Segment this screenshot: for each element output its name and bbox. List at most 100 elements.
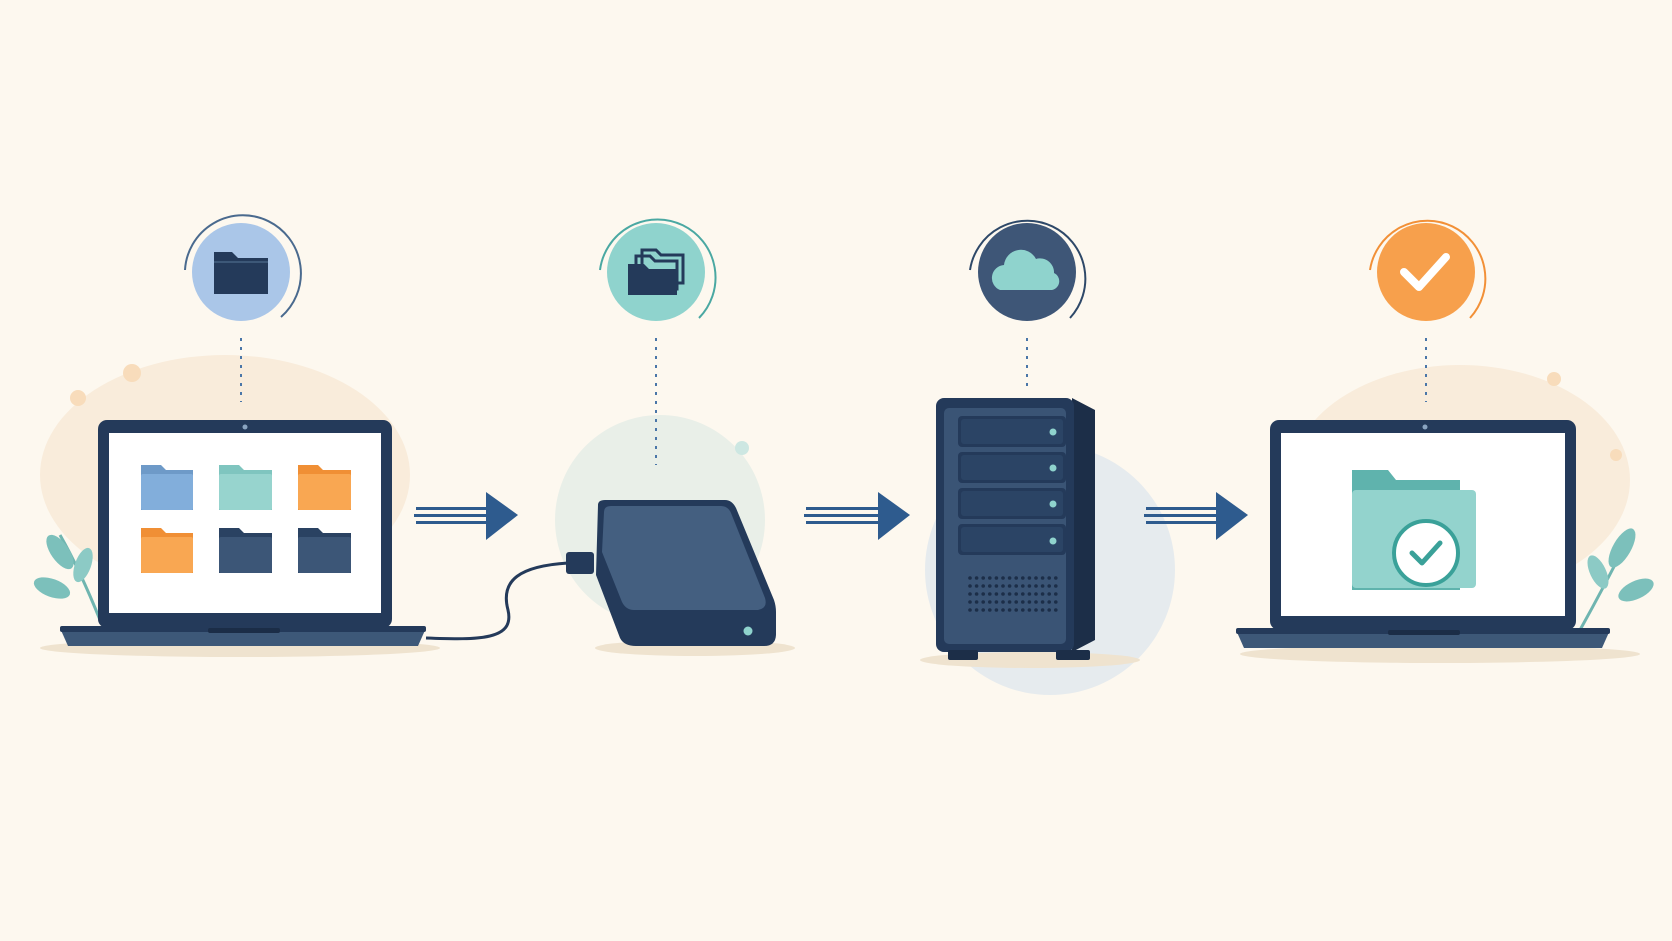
vent-hole <box>1047 600 1051 604</box>
vent-hole <box>1001 584 1005 588</box>
vent-hole <box>1027 592 1032 596</box>
vent-hole <box>1034 592 1038 596</box>
vent-hole <box>981 600 985 604</box>
vent-hole <box>1014 576 1018 580</box>
vent-hole <box>1007 576 1012 580</box>
vent-hole <box>988 608 992 612</box>
server-tower-icon <box>936 398 1095 660</box>
arrow-right-icon <box>414 492 518 540</box>
vent-hole <box>1034 600 1038 604</box>
vent-hole <box>1014 592 1018 596</box>
vent-hole <box>1034 608 1038 612</box>
vent-hole <box>1040 608 1045 612</box>
vent-hole <box>1054 592 1058 596</box>
vent-hole <box>968 592 972 596</box>
vent-hole <box>1001 608 1005 612</box>
vent-hole <box>1054 576 1058 580</box>
vent-hole <box>1047 576 1051 580</box>
vent-hole <box>981 584 985 588</box>
arrow-right-icon <box>1144 492 1248 540</box>
vent-hole <box>974 584 979 588</box>
badge-folders <box>599 218 717 321</box>
vent-hole <box>1001 576 1005 580</box>
drive-bays <box>958 416 1066 555</box>
vent-hole <box>1047 608 1051 612</box>
vent-hole <box>974 576 979 580</box>
folder-icon <box>219 465 272 510</box>
folder-icon <box>141 528 193 573</box>
vent-hole <box>1034 584 1038 588</box>
badge-cloud <box>969 219 1087 321</box>
dot <box>1547 372 1561 386</box>
vent-hole <box>1007 608 1012 612</box>
vent-hole <box>1054 600 1058 604</box>
folder-icon <box>219 528 272 573</box>
vent-hole <box>994 592 999 596</box>
laptop-icon <box>1236 420 1610 648</box>
vent-hole <box>994 584 999 588</box>
vent-hole <box>974 592 979 596</box>
vent-hole <box>1040 592 1045 596</box>
leaf-icon <box>33 534 102 621</box>
vent-hole <box>1007 584 1012 588</box>
folder-icon <box>141 465 193 510</box>
vent-hole <box>1007 600 1012 604</box>
dot <box>70 390 86 406</box>
leaf-icon <box>1578 528 1654 631</box>
vent-hole <box>994 608 999 612</box>
vent-hole <box>1047 584 1051 588</box>
file-grid <box>141 465 351 573</box>
vent-hole <box>1001 592 1005 596</box>
vent-hole <box>1027 576 1032 580</box>
vent-hole <box>1027 608 1032 612</box>
vent-hole <box>968 600 972 604</box>
vent-hole <box>1021 600 1025 604</box>
arrow-right-icon <box>804 492 910 540</box>
vent-hole <box>968 608 972 612</box>
dot <box>1610 449 1622 461</box>
vent-hole <box>1034 576 1038 580</box>
folder-icon <box>298 528 351 573</box>
vent-hole <box>988 600 992 604</box>
vent-hole <box>1040 576 1045 580</box>
vent-hole <box>994 576 999 580</box>
vent-hole <box>1021 608 1025 612</box>
folders-icon <box>628 248 685 295</box>
laptop-icon <box>60 420 426 646</box>
dotted-connectors <box>240 338 1427 465</box>
vent-hole <box>988 592 992 596</box>
restored-folder-icon <box>1352 470 1476 590</box>
badge-check <box>1369 219 1487 321</box>
vent-hole <box>1027 584 1032 588</box>
vent-hole <box>974 608 979 612</box>
vent-hole <box>1027 600 1032 604</box>
vent-hole <box>1001 600 1005 604</box>
vent-hole <box>1014 600 1018 604</box>
usb-cable <box>425 561 569 641</box>
vent-hole <box>1054 584 1058 588</box>
vent-hole <box>994 600 999 604</box>
vent-hole <box>1014 584 1018 588</box>
vent-hole <box>1040 584 1045 588</box>
vent-hole <box>1021 576 1025 580</box>
vent-hole <box>981 592 985 596</box>
vent-hole <box>1021 584 1025 588</box>
vent-hole <box>968 576 972 580</box>
vent-hole <box>1047 592 1051 596</box>
folder-icon <box>298 465 351 510</box>
folder-icon <box>214 252 268 294</box>
dot <box>735 441 749 455</box>
checkmark-icon <box>1400 253 1450 291</box>
vent-hole <box>1014 608 1018 612</box>
vent-hole <box>1040 600 1045 604</box>
vent-hole <box>988 584 992 588</box>
vent-hole <box>1007 592 1012 596</box>
usb-plug <box>566 552 594 574</box>
vent-hole <box>1054 608 1058 612</box>
vent-hole <box>981 576 985 580</box>
dot <box>123 364 141 382</box>
vent-hole <box>988 576 992 580</box>
badge-folder <box>184 214 302 321</box>
